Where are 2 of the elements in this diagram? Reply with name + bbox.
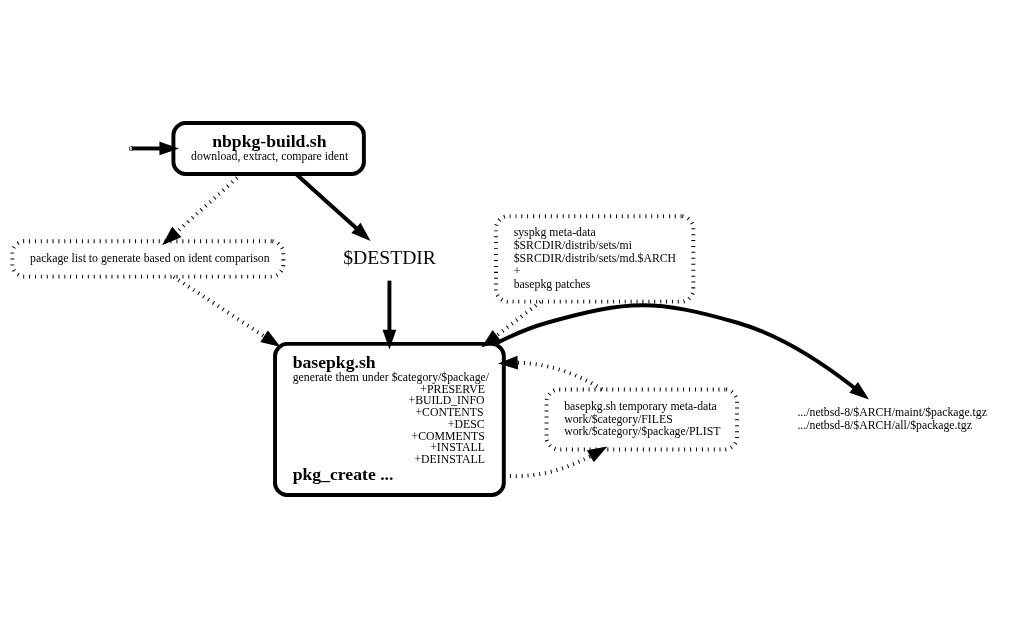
node-text: .../netbsd-8/$ARCH/maint/$package.tgz .../netbsd-8/$ARCH/all/$package.tgz [797, 406, 987, 432]
node-text: $DESTDIR [343, 246, 436, 268]
